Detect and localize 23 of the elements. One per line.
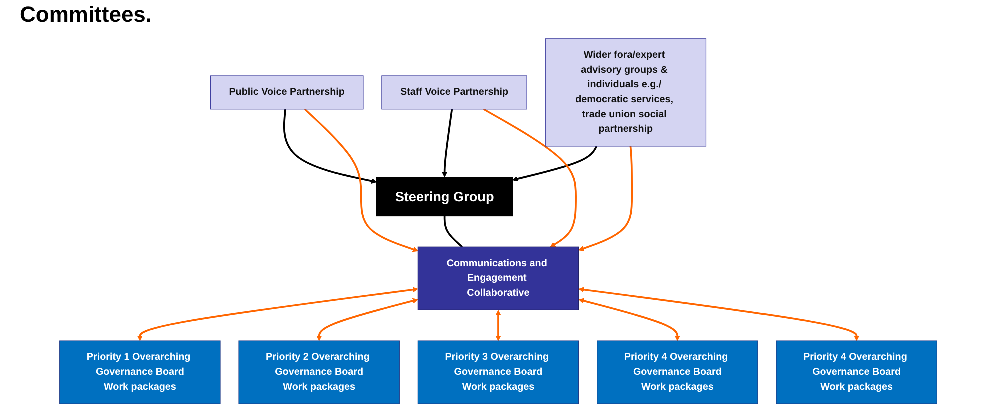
connector [444, 216, 464, 248]
node-box: Priority 3 Overarching Governance Board Work packages [418, 340, 580, 404]
arrow [483, 108, 577, 248]
node-box: Priority 1 Overarching Governance Board Work packages [60, 340, 221, 404]
arrow [578, 298, 680, 342]
arrow [578, 287, 860, 342]
node-box: Wider fora/expert advisory groups & individuals e.g./ democratic services, trade union social partnership [545, 38, 707, 147]
arrow [304, 108, 418, 252]
arrow [442, 109, 454, 178]
arrow [316, 298, 418, 342]
arrow [283, 109, 378, 184]
node-box: Priority 4 Overarching Governance Board Work packages [776, 340, 938, 404]
arrow [496, 310, 502, 342]
arrow [512, 146, 598, 182]
node-box: Priority 2 Overarching Governance Board Work packages [238, 340, 400, 404]
arrow [137, 287, 418, 342]
node-box: Steering Group [376, 177, 514, 217]
arrow [578, 146, 634, 252]
heading-fragment: Committees. [20, 2, 152, 27]
node-box: Public Voice Partnership [210, 76, 364, 110]
node-box: Communications and Engagement Collaborative [418, 246, 580, 310]
node-box: Priority 4 Overarching Governance Board Work packages [597, 340, 758, 404]
node-box: Staff Voice Partnership [382, 76, 528, 110]
